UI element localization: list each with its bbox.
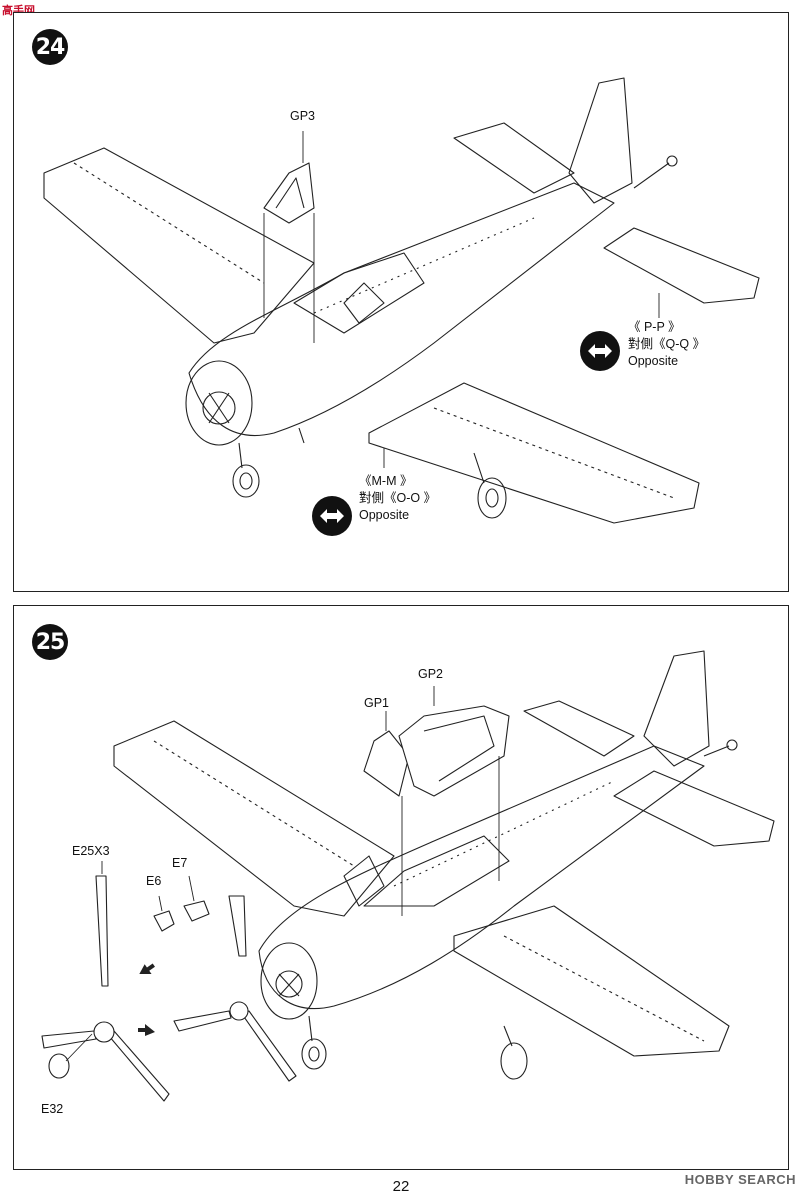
part-label-e7: E7	[172, 856, 188, 870]
step-number-badge: 24	[32, 29, 68, 65]
note-line: Opposite	[359, 508, 410, 522]
part-label-gp2: GP2	[418, 667, 444, 681]
opposite-note-lower: 《M-M 》 對側《O-O 》 Opposite	[359, 473, 436, 524]
page-number: 22	[392, 1178, 410, 1195]
note-line: 對側《O-O 》	[359, 491, 437, 505]
opposite-note-upper: 《 P-P 》 對側《Q-Q 》 Opposite	[628, 319, 705, 370]
step-24-panel: 24	[13, 12, 789, 592]
opposite-side-icon	[312, 496, 352, 536]
note-line: 對側《Q-Q 》	[628, 337, 706, 351]
opposite-side-icon	[580, 331, 620, 371]
part-label-e25x3: E25X3	[72, 844, 110, 858]
part-label-gp3: GP3	[290, 109, 316, 123]
note-line: 《M-M 》	[359, 474, 413, 488]
aircraft-drawing-step-25	[41, 650, 775, 1102]
note-line: Opposite	[628, 354, 679, 368]
watermark-brand: HOBBY SEARCH	[684, 1172, 796, 1187]
note-line: 《 P-P 》	[628, 320, 681, 334]
step-number-badge: 25	[32, 624, 68, 660]
part-label-e6: E6	[146, 874, 162, 888]
aircraft-drawing-step-24	[43, 77, 760, 524]
part-label-e32: E32	[41, 1102, 64, 1116]
part-label-gp1: GP1	[364, 696, 390, 710]
step-25-panel: 25	[13, 605, 789, 1170]
